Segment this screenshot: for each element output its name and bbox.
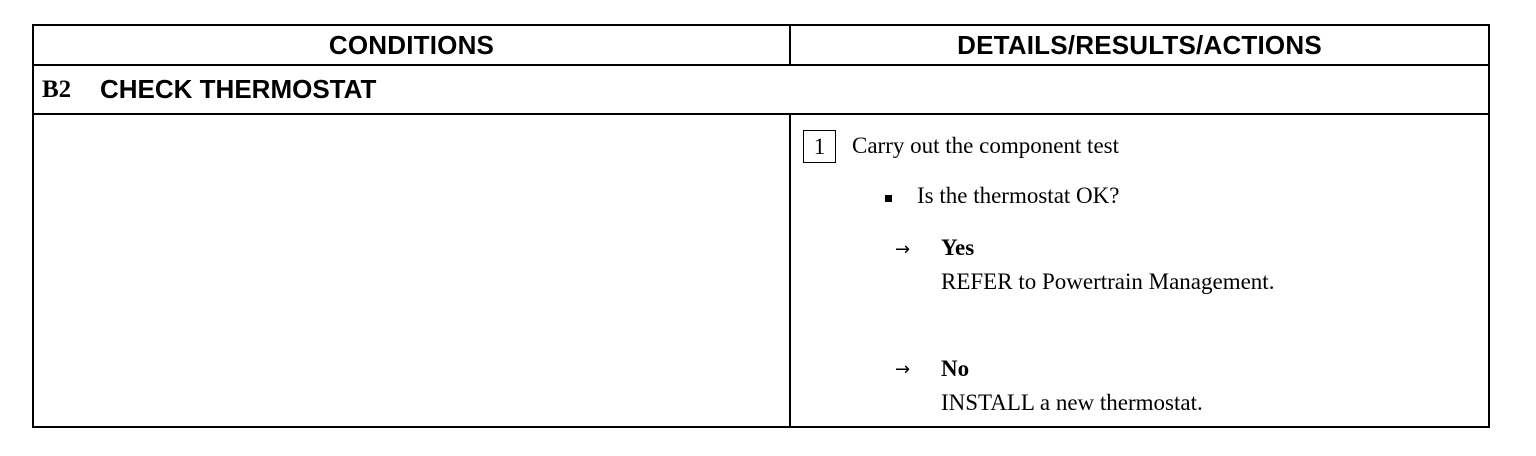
test-step-row: 1 Carry out the component test Is the th… — [34, 115, 1488, 426]
answer-no-action: INSTALL a new thermostat. — [941, 390, 1203, 415]
diagnostic-table: CONDITIONS DETAILS/RESULTS/ACTIONS B2 CH… — [32, 24, 1490, 428]
step-question: Is the thermostat OK? — [917, 183, 1120, 208]
section-title: CHECK THERMOSTAT — [100, 74, 377, 104]
step-number-box: 1 — [803, 130, 836, 163]
details-cell: 1 Carry out the component test Is the th… — [791, 115, 1488, 426]
section-heading-row: B2 CHECK THERMOSTAT — [34, 66, 1488, 115]
details-results-actions-header: DETAILS/RESULTS/ACTIONS — [957, 29, 1322, 60]
answer-no-label: No — [941, 356, 970, 381]
conditions-header: CONDITIONS — [34, 26, 791, 64]
step-instruction: Carry out the component test — [852, 133, 1119, 158]
right-arrow-icon: → — [895, 239, 911, 260]
answer-yes-action: REFER to Powertrain Management. — [941, 269, 1275, 294]
answer-yes-label: Yes — [941, 235, 975, 260]
table-header-row: CONDITIONS DETAILS/RESULTS/ACTIONS — [34, 26, 1488, 66]
square-bullet-icon — [885, 195, 892, 202]
conditions-cell — [34, 115, 791, 426]
section-id: B2 — [42, 75, 72, 103]
right-arrow-icon: → — [895, 359, 911, 380]
